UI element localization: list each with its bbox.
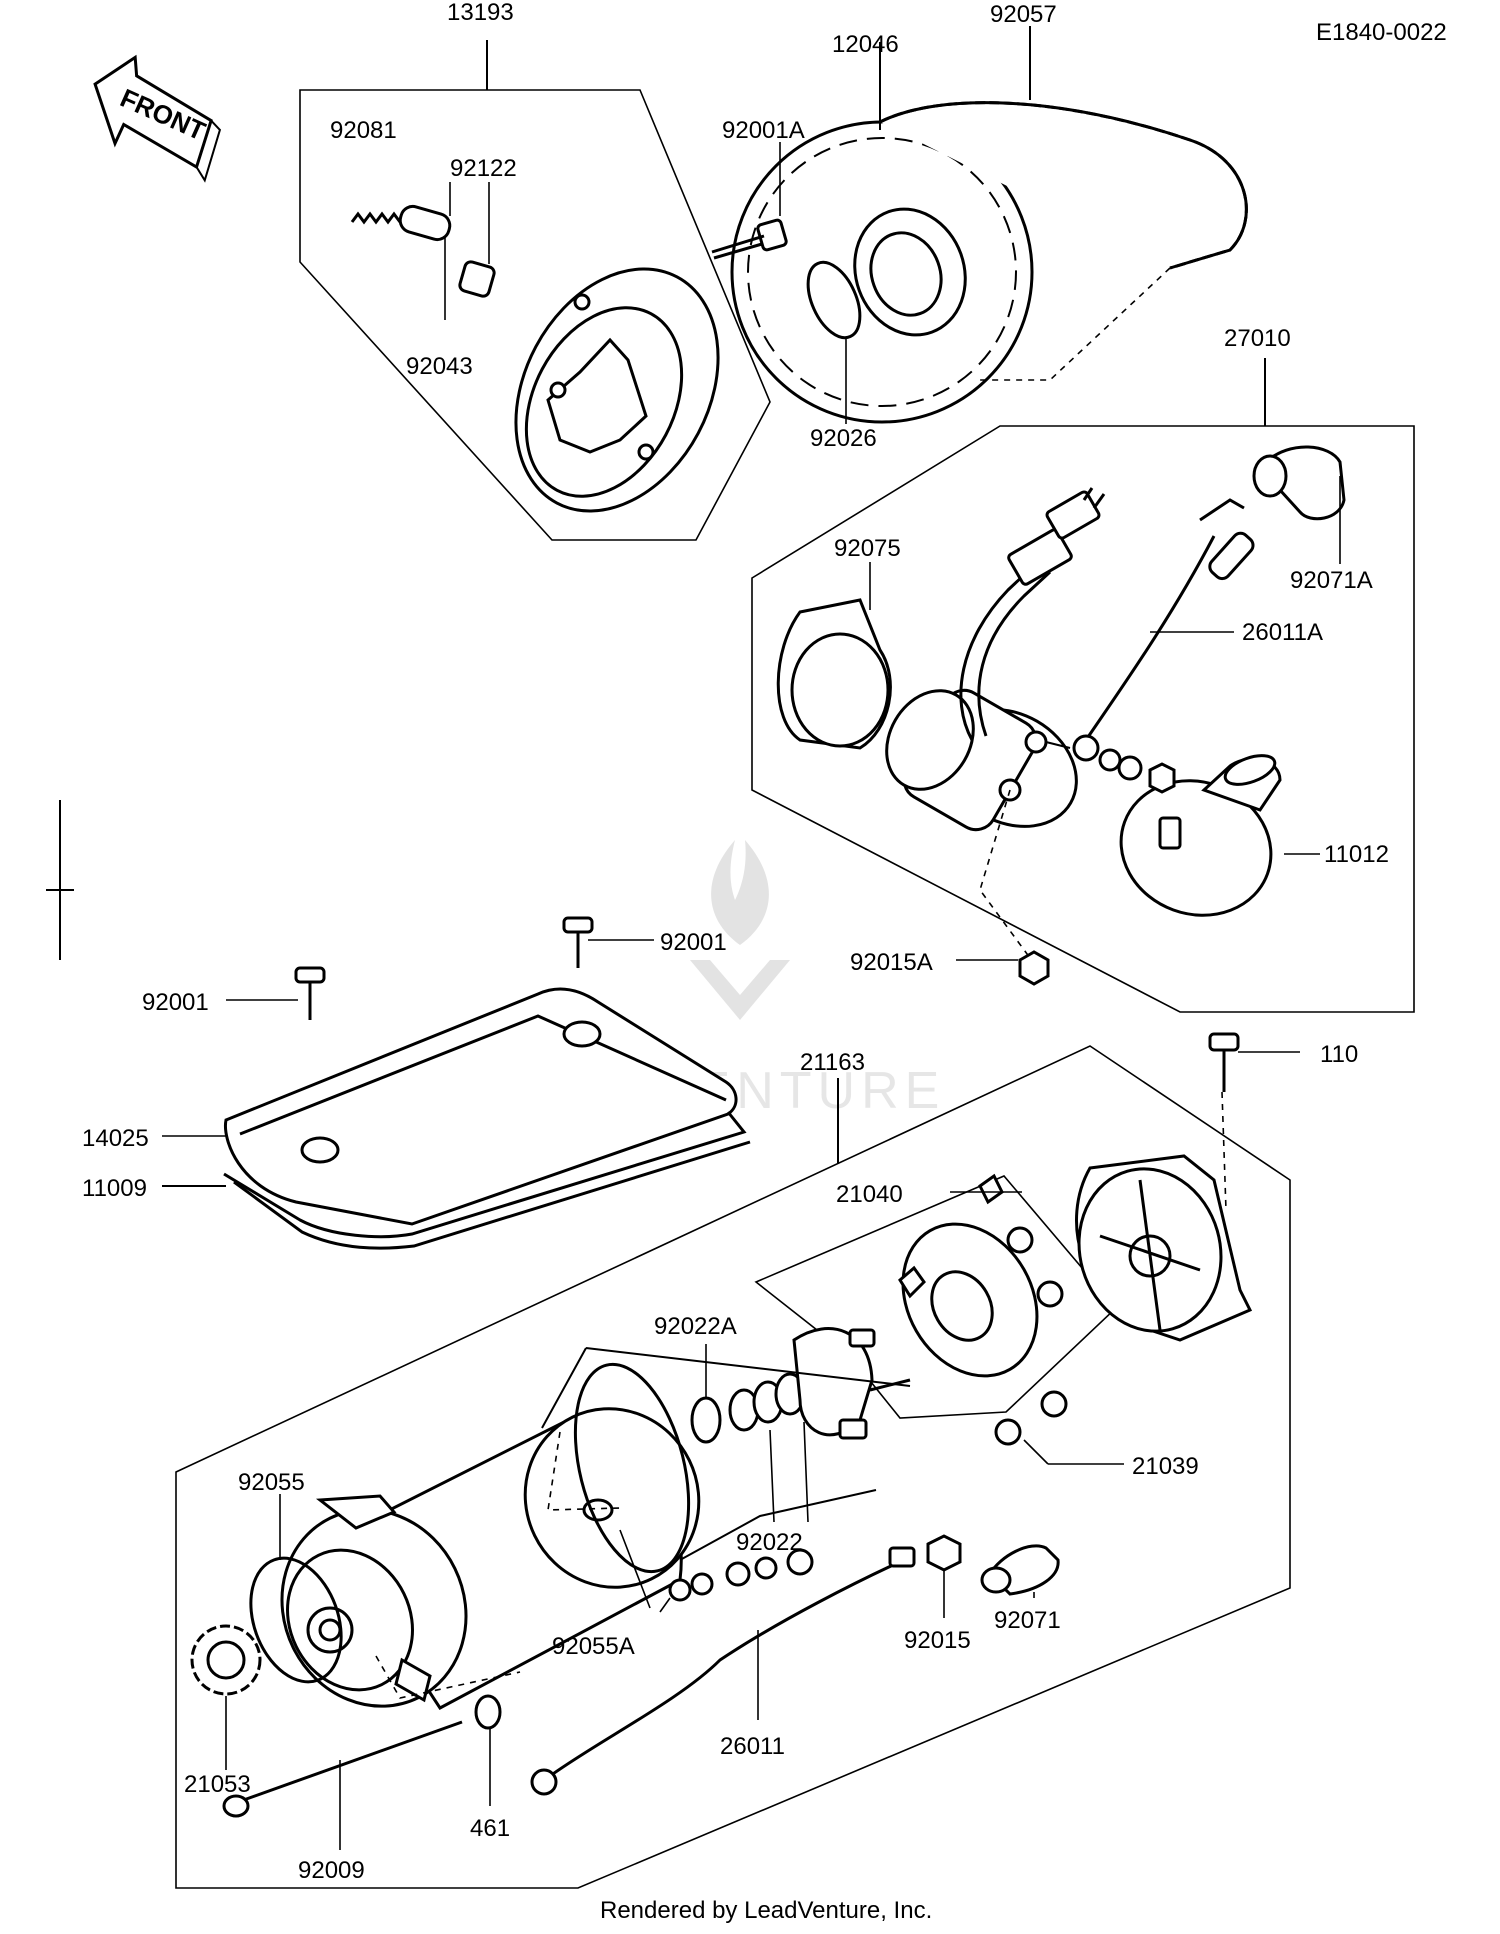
nut-92015 <box>926 1534 962 1572</box>
terminal-washer-1 <box>668 1578 692 1602</box>
terminal-washer-2 <box>690 1572 714 1596</box>
label-92009: 92009 <box>298 1857 365 1884</box>
label-92071A: 92071A <box>1290 567 1373 594</box>
label-12046: 12046 <box>832 31 899 58</box>
label-461: 461 <box>470 1815 510 1842</box>
o-ring-92055 <box>249 1556 343 1684</box>
label-92075: 92075 <box>834 535 901 562</box>
relay-cover-11012 <box>1119 754 1282 917</box>
label-92001-b: 92001 <box>660 929 727 956</box>
label-92022A: 92022A <box>654 1313 737 1340</box>
sprocket-12046 <box>730 120 1034 424</box>
terminal-cap-92071 <box>980 1544 1060 1596</box>
group-13193 <box>299 40 771 541</box>
lock-washer-relay <box>1117 755 1143 781</box>
washer-461 <box>474 1694 502 1730</box>
starter-relay <box>885 688 1078 832</box>
front-arrow: FRONT <box>93 54 222 183</box>
label-92043: 92043 <box>406 353 473 380</box>
terminal-washer-5 <box>786 1548 814 1576</box>
bolt-92001-a <box>294 966 326 1020</box>
drive-gear-21053 <box>190 1624 262 1696</box>
label-26011: 26011 <box>720 1733 785 1760</box>
terminal-washer-4 <box>754 1556 778 1580</box>
label-92026: 92026 <box>810 425 877 452</box>
brush-holder-21040 <box>792 1327 911 1440</box>
nut-92015A <box>1018 950 1050 986</box>
terminal-cap-92071A <box>1252 445 1346 521</box>
label-21163: 21163 <box>800 1049 865 1076</box>
end-cover <box>1075 1154 1253 1342</box>
group-27010 <box>751 358 1415 1013</box>
o-ring-92055A <box>573 1362 691 1574</box>
label-13193: 13193 <box>447 0 514 26</box>
relay-lead-connector <box>959 487 1106 741</box>
bolt-92001-b <box>562 916 594 968</box>
label-21040: 21040 <box>836 1181 903 1208</box>
starter-clutch <box>514 267 720 513</box>
roller-92122 <box>458 260 496 298</box>
edge-mark <box>46 800 74 960</box>
brush-plate-21039 <box>754 1173 1118 1446</box>
lead-26011 <box>530 1546 916 1796</box>
diagram-code: E1840-0022 <box>1316 19 1447 46</box>
footer-credit: Rendered by LeadVenture, Inc. <box>600 1897 932 1924</box>
starter-motor <box>280 1407 701 1710</box>
label-92001A: 92001A <box>722 117 805 144</box>
label-26011A: 26011A <box>1242 619 1323 646</box>
label-92057: 92057 <box>990 1 1057 28</box>
label-92015: 92015 <box>904 1627 971 1654</box>
label-92015A: 92015A <box>850 949 933 976</box>
label-11009: 11009 <box>82 1175 147 1202</box>
nut-relay <box>1148 762 1176 794</box>
group-21163 <box>175 1032 1291 1889</box>
through-bolt-92009 <box>222 1720 463 1818</box>
plunger-92043 <box>398 204 452 242</box>
label-21053: 21053 <box>184 1771 251 1798</box>
label-110: 110 <box>1320 1041 1358 1068</box>
washer-92026 <box>806 260 862 340</box>
label-11012: 11012 <box>1324 841 1389 868</box>
label-92122: 92122 <box>450 155 517 182</box>
label-21039: 21039 <box>1132 1453 1199 1480</box>
spring-92081 <box>350 211 402 225</box>
bolt-92001A <box>711 218 788 260</box>
label-92022: 92022 <box>736 1529 803 1556</box>
terminal-washer-3 <box>725 1561 751 1587</box>
label-92071: 92071 <box>994 1607 1061 1634</box>
part-labels: 13193 92081 92122 92043 92057 12046 9200… <box>82 0 1389 1884</box>
washer-relay <box>1098 748 1122 772</box>
label-92055A: 92055A <box>552 1633 635 1660</box>
label-92055: 92055 <box>238 1469 305 1496</box>
gasket-11009 <box>223 1111 751 1250</box>
label-27010: 27010 <box>1224 325 1291 352</box>
relay-cover-92075 <box>776 598 892 750</box>
bolt-110 <box>1208 1032 1240 1092</box>
label-92001-a: 92001 <box>142 989 209 1016</box>
washer-92022A <box>690 1396 722 1444</box>
chain-92057 <box>879 101 1248 381</box>
engine-cover-14025 <box>223 987 738 1226</box>
lead-26011A <box>1072 498 1255 762</box>
label-14025: 14025 <box>82 1125 149 1152</box>
label-92081: 92081 <box>330 117 397 144</box>
